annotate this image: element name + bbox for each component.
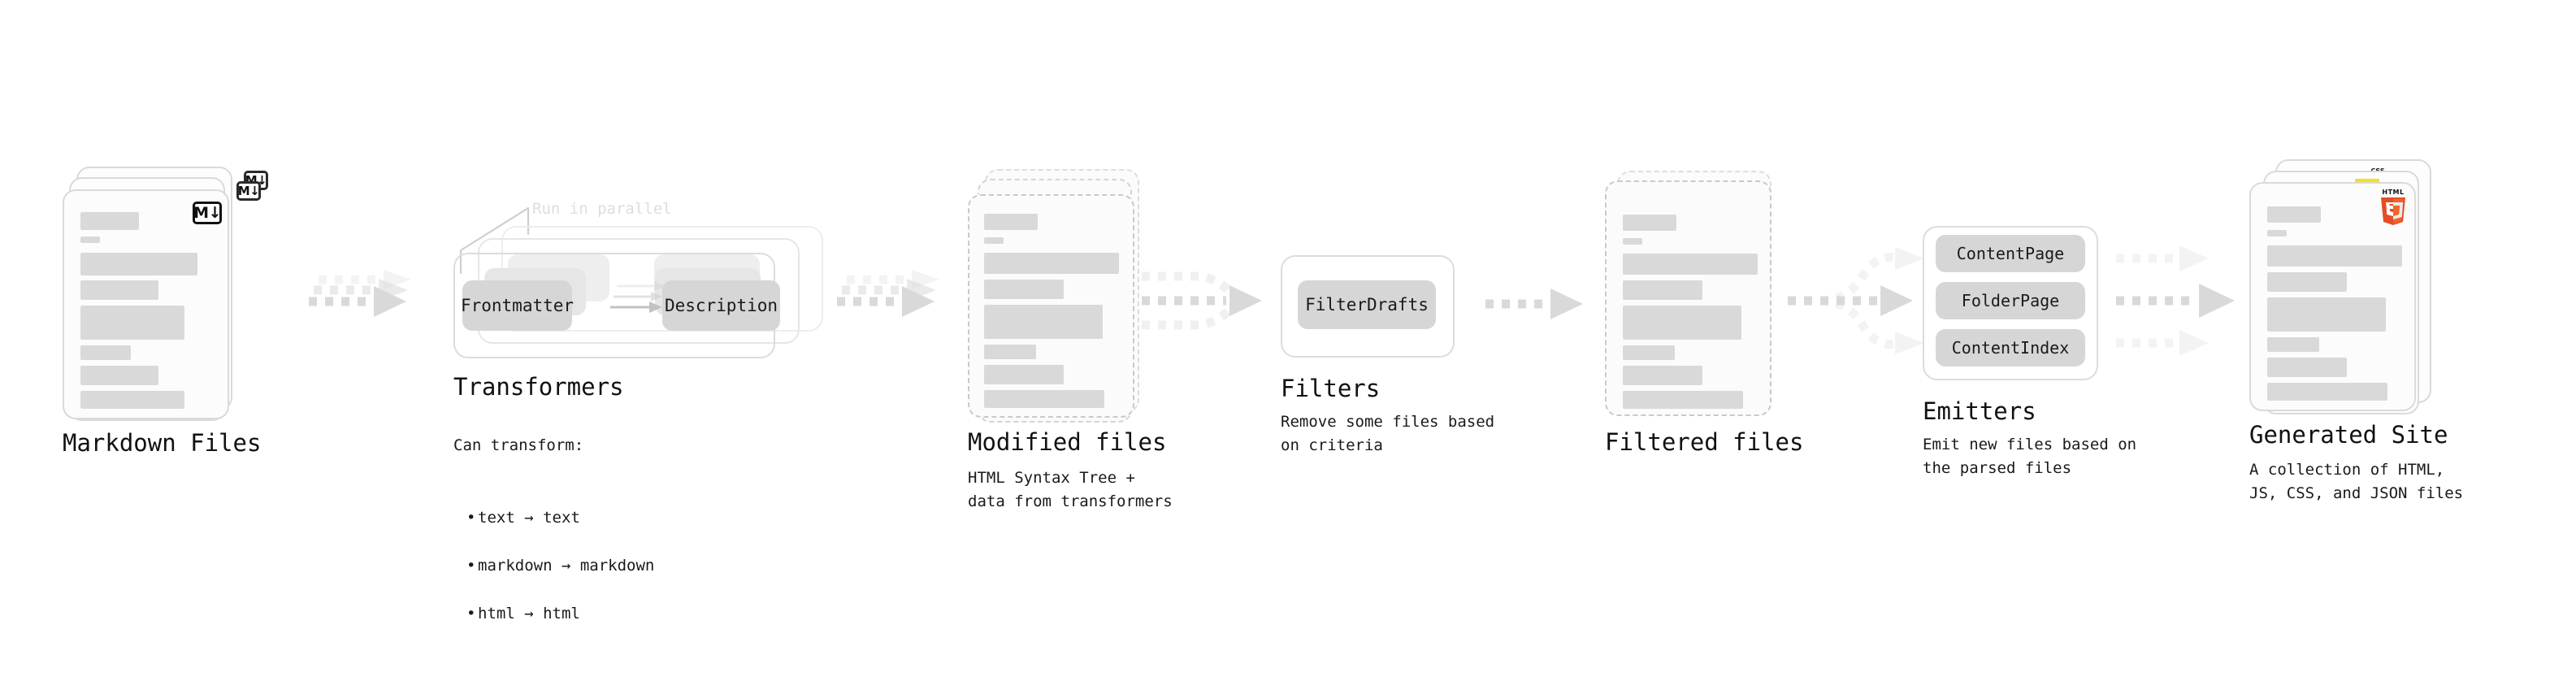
doc-bar-2 (2267, 272, 2347, 292)
doc-bar-5 (984, 365, 1064, 384)
transformers-bullet-3: html → html (466, 602, 654, 627)
stage-title-filtered-files: Filtered files (1605, 428, 1804, 456)
doc-bar-1 (1623, 254, 1758, 275)
doc-bar-6 (2267, 383, 2387, 401)
flow-arrow-4 (1485, 288, 1599, 337)
doc-bar-5 (80, 366, 158, 385)
flow-arrow-3-converging (1142, 258, 1288, 348)
emitter-pill-contentindex[interactable]: ContentIndex (1936, 329, 2085, 367)
doc-bar-title (2267, 206, 2321, 223)
doc-bar-1 (984, 253, 1119, 274)
stage-desc-modified-files: HTML Syntax Tree + data from transformer… (968, 469, 1173, 511)
doc-bar-3 (2267, 297, 2386, 332)
stage-desc-emitters: Emit new files based on the parsed files (1923, 436, 2137, 478)
transformer-connector-arrows (610, 270, 700, 327)
doc-bar-2 (80, 280, 158, 300)
doc-bar-3 (1623, 306, 1741, 340)
stage-title-emitters: Emitters (1923, 397, 2036, 425)
filter-pill-filterdrafts[interactable]: FilterDrafts (1298, 280, 1436, 329)
doc-bar-6 (1623, 391, 1743, 409)
svg-text:HTML: HTML (2382, 189, 2404, 196)
transformers-bullet-list: text → text markdown → markdown html → h… (453, 482, 654, 649)
stage-title-modified-files: Modified files (968, 428, 1167, 456)
stage-title-filters: Filters (1281, 375, 1381, 402)
emitters-box (1923, 226, 2098, 380)
emitter-pill-contentpage[interactable]: ContentPage (1936, 235, 2085, 272)
doc-bar-3 (80, 306, 184, 340)
transformer-pill-description[interactable]: Description (662, 280, 780, 331)
flow-arrow-2 (837, 268, 959, 341)
markdown-card-front (63, 189, 229, 419)
doc-bar-4 (984, 345, 1036, 359)
doc-bar-2 (984, 280, 1064, 299)
flow-arrow-5-diverging (1788, 244, 1942, 366)
html5-icon: HTML (2378, 187, 2409, 225)
doc-bar-4 (1623, 345, 1675, 360)
transformers-bullet-1: text → text (466, 506, 654, 531)
transformers-desc-lead: Can transform: (453, 436, 584, 455)
doc-bar-2 (1623, 280, 1702, 300)
doc-bar-title (1623, 215, 1676, 231)
stage-desc-transformers: Can transform: text → text markdown → ma… (453, 410, 654, 674)
doc-bar-sub (1623, 238, 1642, 245)
stage-title-markdown-files: Markdown Files (63, 429, 262, 457)
doc-bar-6 (80, 391, 184, 409)
doc-bar-sub (984, 237, 1004, 244)
transformers-bullet-2: markdown → markdown (466, 554, 654, 579)
doc-bar-sub (2267, 230, 2287, 236)
doc-bar-sub (80, 236, 100, 243)
stage-desc-filters: Remove some files based on criteria (1281, 413, 1495, 455)
markdown-badge: M↓ (193, 202, 222, 224)
modified-card-front (968, 194, 1134, 418)
markdown-badge-back-1: M↓ (236, 181, 261, 201)
stage-title-transformers: Transformers (453, 373, 624, 401)
run-in-parallel-label: Run in parallel (532, 200, 672, 218)
doc-bar-title (80, 212, 139, 230)
doc-bar-4 (2267, 337, 2319, 352)
flow-arrow-6-converging (2116, 244, 2270, 366)
transformer-pill-frontmatter[interactable]: Frontmatter (461, 280, 574, 331)
doc-bar-4 (80, 345, 131, 360)
doc-bar-1 (2267, 245, 2402, 267)
doc-bar-5 (1623, 366, 1702, 385)
emitter-pill-folderpage[interactable]: FolderPage (1936, 282, 2085, 319)
stage-desc-generated-site: A collection of HTML, JS, CSS, and JSON … (2249, 461, 2464, 503)
doc-bar-title (984, 214, 1038, 230)
doc-bar-5 (2267, 358, 2347, 377)
stage-title-generated-site: Generated Site (2249, 421, 2448, 449)
doc-bar-1 (80, 253, 197, 275)
doc-bar-3 (984, 305, 1103, 339)
filtered-card-front (1605, 180, 1772, 416)
flow-arrow-1 (309, 268, 431, 341)
doc-bar-6 (984, 390, 1104, 408)
filters-box (1281, 255, 1455, 358)
